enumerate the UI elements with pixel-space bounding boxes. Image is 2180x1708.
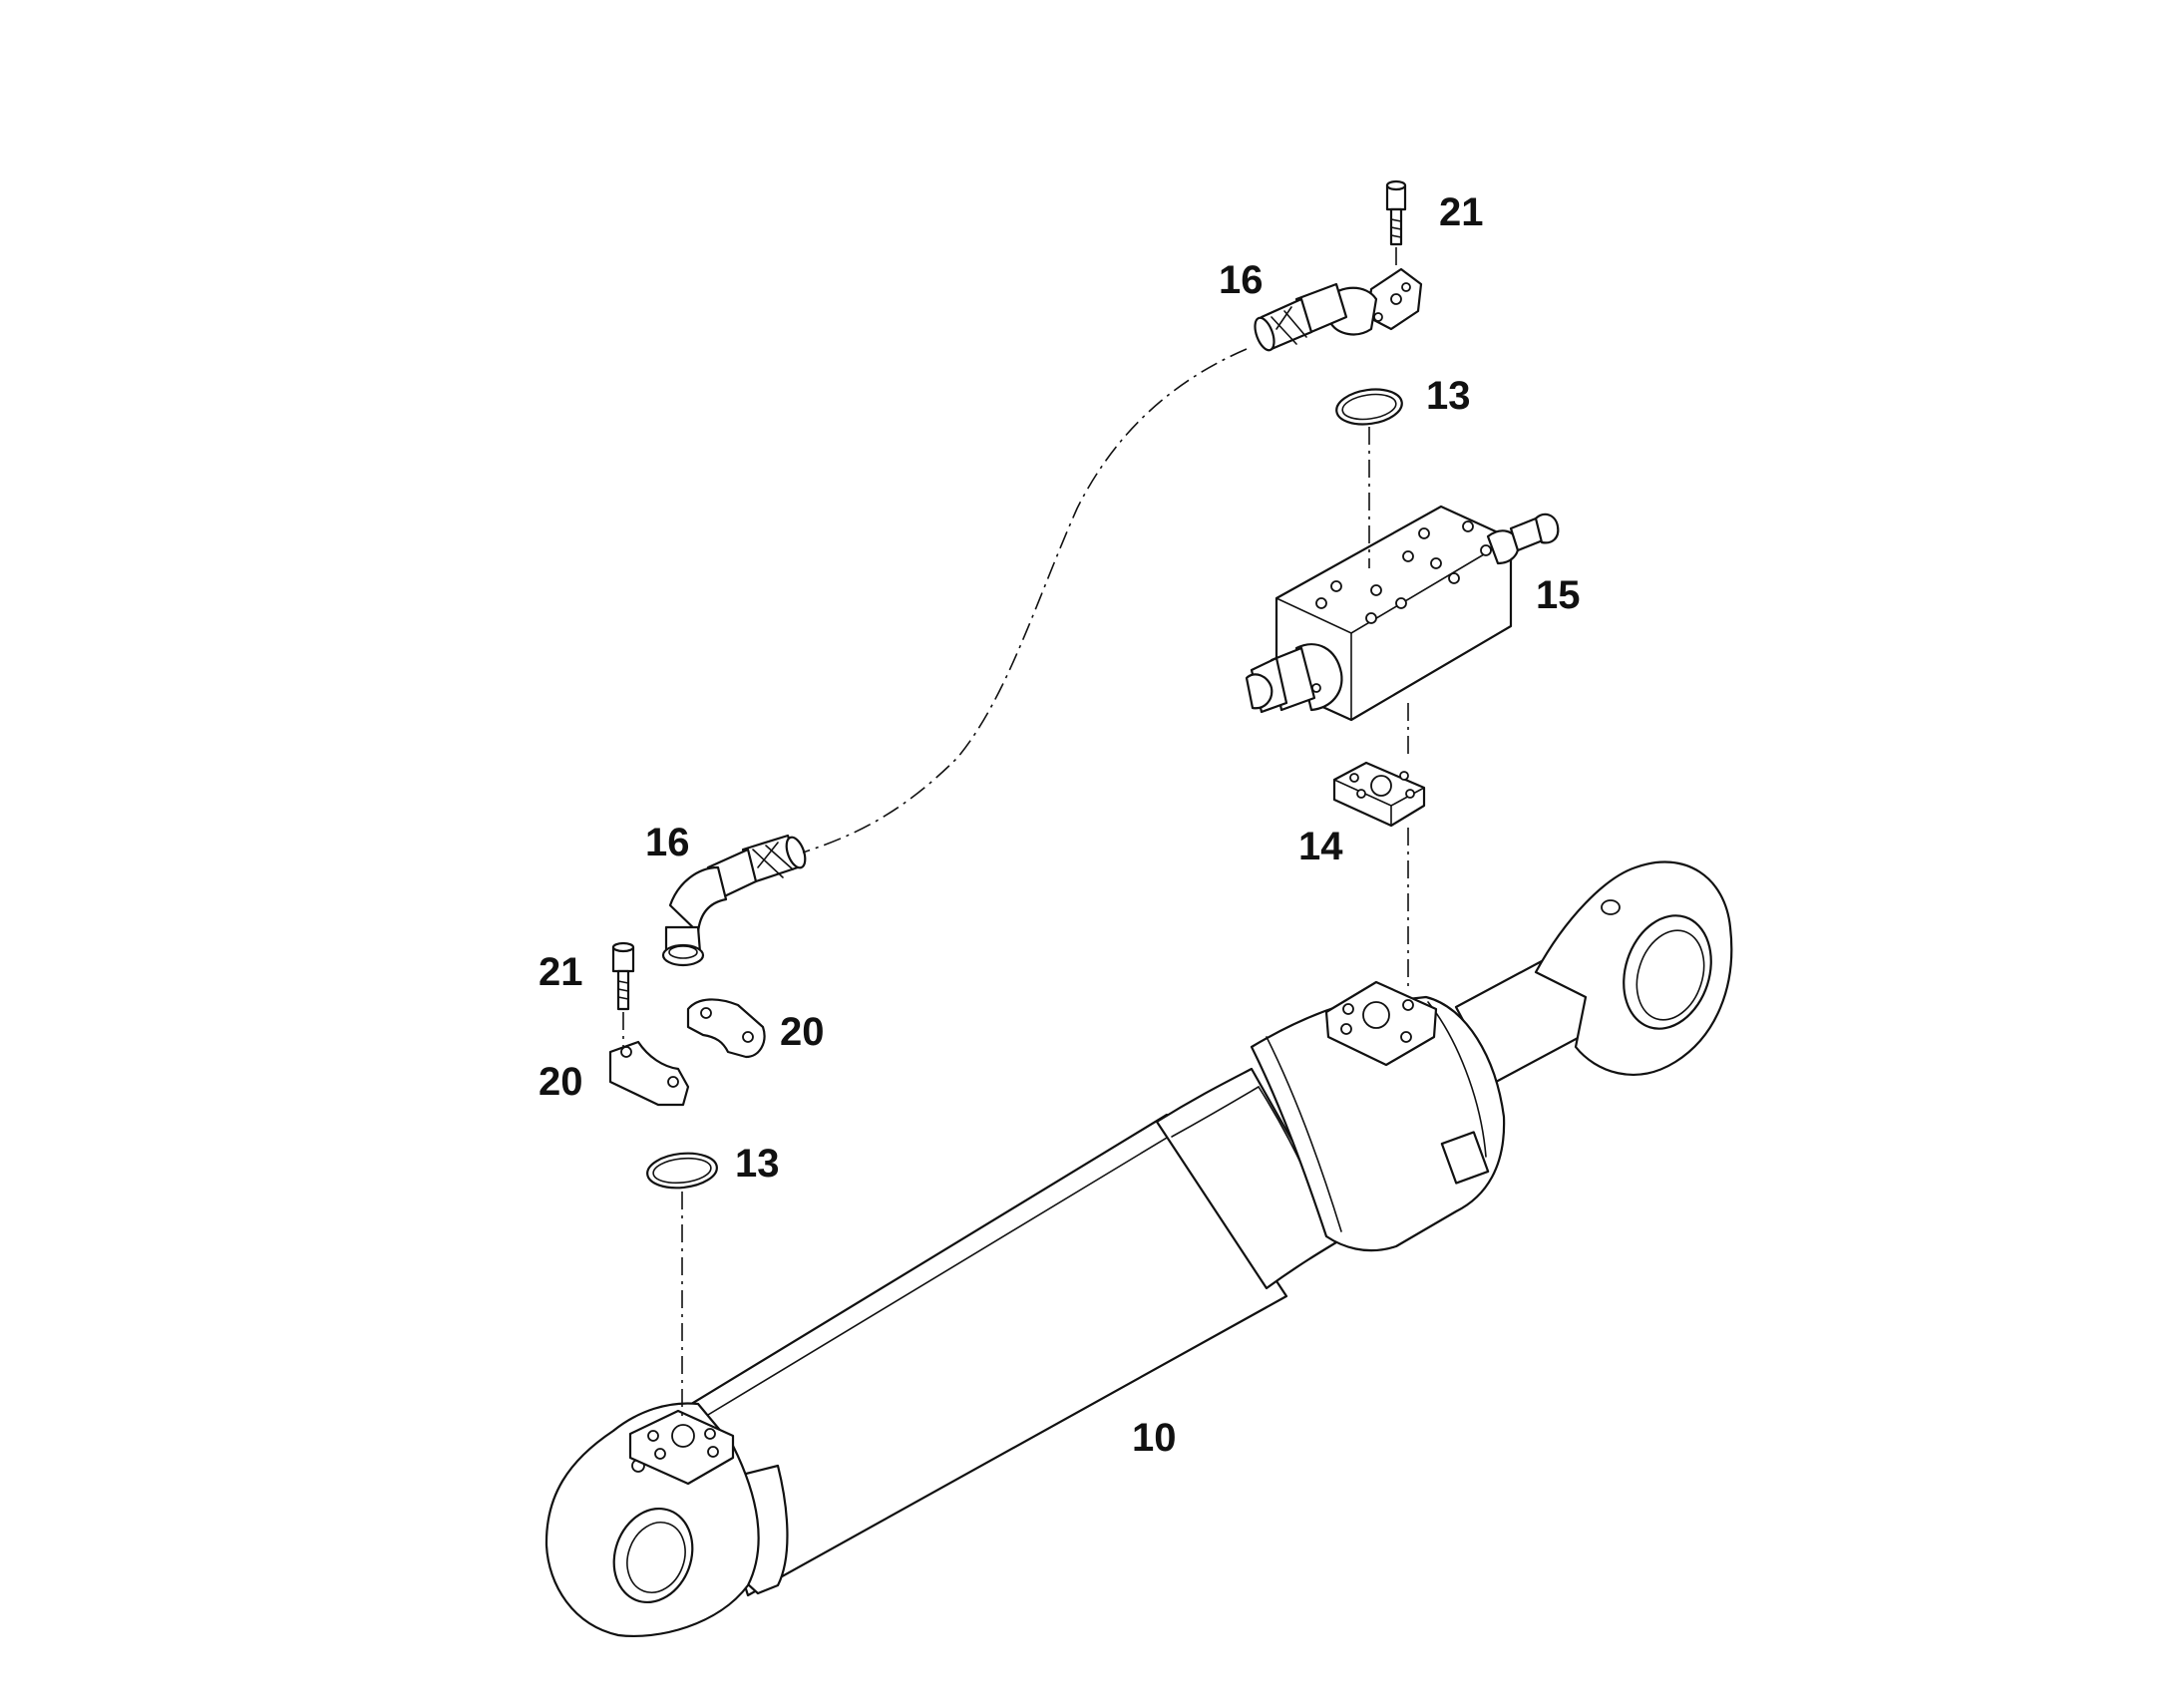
leader-lines	[622, 247, 1409, 1416]
valve-cartridge-left	[1245, 643, 1343, 714]
callout-13-lower: 13	[735, 1142, 780, 1186]
callout-20-left: 20	[539, 1060, 583, 1104]
callout-20-right: 20	[780, 1010, 825, 1054]
callout-21-lower: 21	[539, 950, 583, 994]
lower-port-pad	[628, 1409, 735, 1486]
split-flange-right	[686, 998, 766, 1059]
callout-15: 15	[1536, 573, 1581, 617]
callout-14: 14	[1298, 825, 1343, 868]
callout-13-upper: 13	[1426, 374, 1471, 418]
cylinder-base-end	[545, 1402, 789, 1637]
callout-21-upper: 21	[1439, 190, 1484, 234]
hose-end-upper	[1254, 267, 1423, 352]
valve-cartridge-right	[1486, 512, 1560, 565]
split-flange-left	[608, 1040, 690, 1107]
callout-10: 10	[1132, 1416, 1177, 1460]
o-ring-lower	[646, 1152, 718, 1190]
rod-eye	[1534, 860, 1733, 1076]
cylinder-head	[1250, 995, 1506, 1252]
valve-block	[1245, 505, 1560, 722]
adapter-plate	[1332, 761, 1426, 828]
hose-end-lower	[661, 834, 807, 967]
hydraulic-cylinder	[545, 860, 1733, 1637]
callout-16-upper: 16	[1219, 258, 1264, 302]
socket-head-screw-upper	[1385, 179, 1407, 246]
upper-port-pad	[1324, 980, 1438, 1067]
socket-head-screw-lower	[611, 941, 635, 1011]
callouts: 10 13 13 14 15 16 16 20 20 21 21	[539, 190, 1581, 1460]
callout-16-lower: 16	[645, 821, 690, 864]
o-ring-upper	[1335, 388, 1403, 426]
